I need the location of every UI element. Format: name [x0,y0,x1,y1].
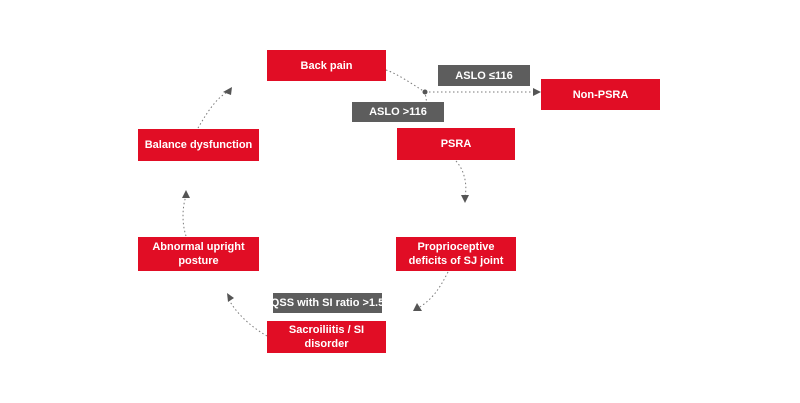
branch-dot [422,89,428,95]
node-abnormal-upright-posture: Abnormal upright posture [138,237,259,271]
condition-qss-si-ratio-label: QSS with SI ratio >1.5 [270,297,385,309]
connector-proprio-to-sacro [417,271,449,309]
node-sacroiliitis: Sacroiliitis / SI disorder [267,321,386,353]
connector-sacro-to-abnormal [228,299,268,337]
condition-aslo-gt-116-label: ASLO >116 [369,106,427,118]
node-non-psra-label: Non-PSRA [572,88,629,101]
node-back-pain: Back pain [267,50,386,81]
node-proprioceptive-line-1: Proprioceptive [417,241,495,253]
arrow-up-left-icon [182,190,190,198]
node-abnormal-posture-line-1: Abnormal upright [152,241,245,253]
node-psra: PSRA [397,128,515,160]
connector-balance-to-back [197,92,227,129]
node-proprioceptive-label: Proprioceptive deficits of SJ joint [409,240,504,268]
condition-aslo-gt-116: ASLO >116 [352,102,444,122]
node-proprioceptive-deficits: Proprioceptive deficits of SJ joint [396,237,516,271]
node-non-psra: Non-PSRA [541,79,660,110]
node-proprioceptive-line-2: deficits of SJ joint [408,255,504,267]
arrow-to-nonpsra-icon [533,88,541,96]
condition-qss-si-ratio: QSS with SI ratio >1.5 [270,293,385,313]
arrow-to-sacro-icon [413,303,422,311]
condition-aslo-le-116-label: ASLO ≤116 [455,69,513,82]
arrow-to-back-icon [223,87,232,95]
node-abnormal-posture-line-2: posture [178,255,219,267]
node-sacroiliitis-label: Sacroiliitis / SI disorder [288,324,365,350]
node-back-pain-label: Back pain [300,59,353,72]
connector-psra-to-proprio [455,160,467,197]
node-balance-dysfunction: Balance dysfunction [138,129,259,161]
arrow-down-right-icon [461,195,469,203]
node-psra-label: PSRA [440,138,472,150]
node-balance-dysfunction-label: Balance dysfunction [144,139,253,151]
condition-aslo-le-116: ASLO ≤116 [438,65,530,86]
node-abnormal-posture-label: Abnormal upright posture [152,240,244,268]
connector-abnormal-to-balance [182,195,187,237]
arrow-to-abnormal-icon [227,293,234,302]
